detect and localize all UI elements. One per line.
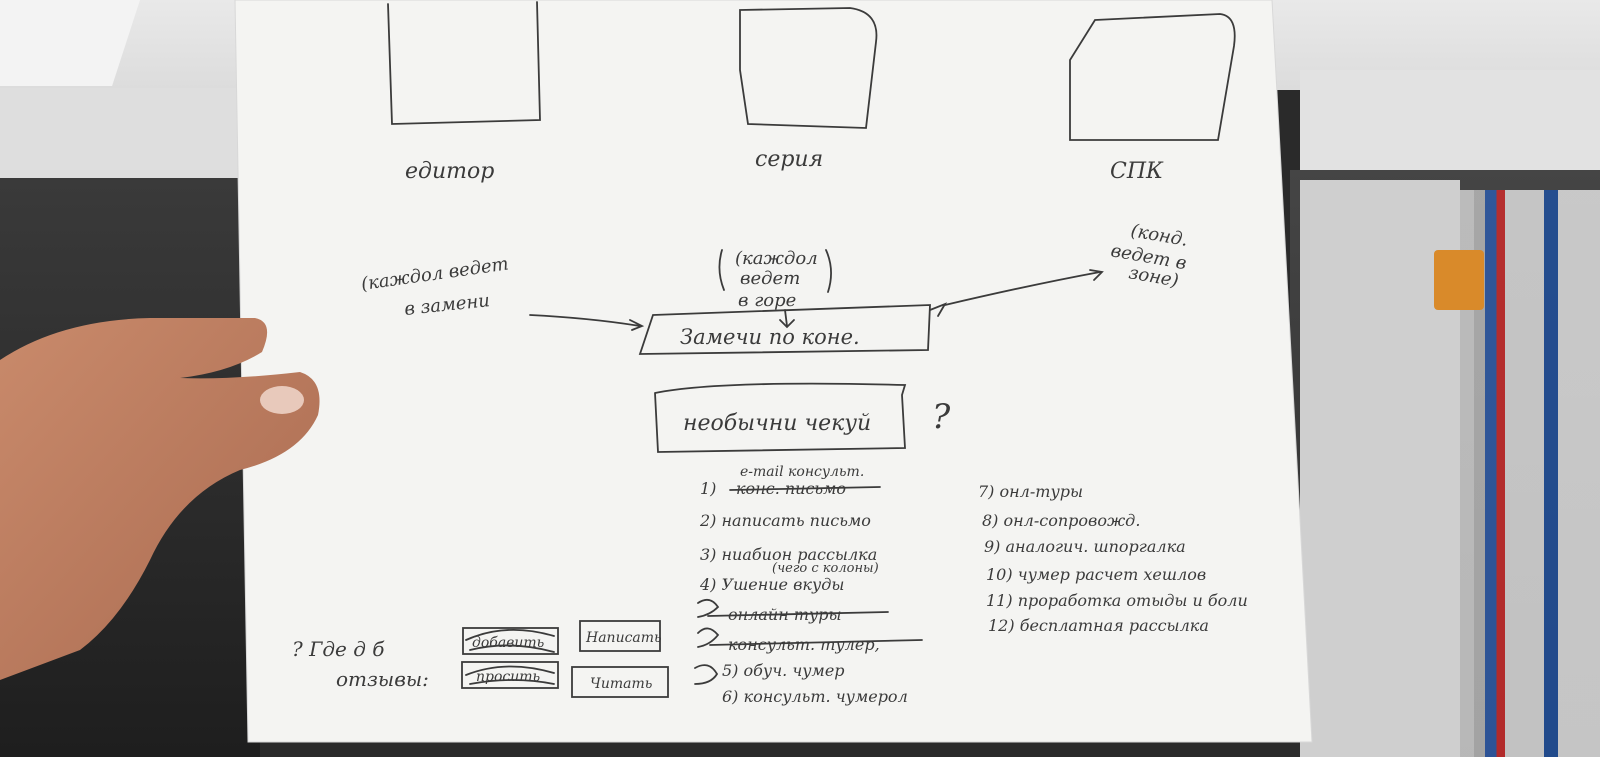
note-center-line3: в горе (738, 290, 796, 311)
arrow-left (529, 314, 641, 327)
item11: 11) проработка отыды и боли (986, 591, 1248, 610)
center-box-label: Замечи по коне. (680, 325, 860, 349)
thumbnail (260, 386, 304, 414)
note-center-line1: (каждол (735, 248, 818, 269)
arrow-right (944, 271, 1101, 306)
item10: 10) чумер расчет хешлов (986, 565, 1206, 584)
item6: 6) консульт. чумерол (722, 687, 908, 706)
strike-item1 (729, 486, 881, 491)
reviews-struck2: просить (476, 669, 540, 685)
reviews-struck1: добавить (472, 635, 544, 651)
paper (234, 0, 1313, 743)
scribble-struck (465, 629, 555, 685)
item5-struck: онлайн туры (728, 605, 842, 624)
screen-label-left: едитор (405, 159, 494, 184)
item3: 3) ниабион рассылка (700, 545, 877, 564)
hand-palm (0, 318, 320, 680)
read-label: Читать (590, 676, 652, 692)
screen-box-right (1069, 13, 1236, 141)
item9: 9) аналогич. шпоргалка (984, 537, 1186, 556)
screen-box-left (387, 1, 541, 125)
item4: 4) Ушение вкуды (699, 575, 844, 594)
question-mark: ? (932, 397, 951, 437)
item1-struck: конс. письмо (736, 479, 846, 498)
box-ask (461, 661, 559, 689)
read-box (571, 666, 669, 698)
screen-label-right: СПК (1110, 159, 1164, 184)
orange-object (1434, 250, 1484, 310)
item8: 8) онл-сопровожд. (982, 511, 1140, 530)
item5: 5) обуч. чумер (722, 661, 845, 680)
note-center-line2: ведет (740, 268, 800, 289)
screen-label-center: серия (755, 147, 823, 172)
screen-box-center (739, 7, 878, 129)
item1-note: e-mail консульт. (740, 464, 864, 480)
strike-item5 (707, 611, 889, 617)
item3-sub: (чего с колоны) (772, 561, 879, 576)
item12: 12) бесплатная рассылка (988, 616, 1209, 635)
arrow-down (784, 309, 788, 327)
strike-item6 (709, 639, 923, 646)
item2: 2) написать письмо (699, 511, 871, 530)
item7: 7) онл-туры (978, 482, 1083, 501)
write-label: Написать (585, 630, 662, 646)
cabinet (1300, 180, 1460, 757)
center-box (638, 304, 931, 355)
item6-struck: консульт. тулер, (728, 635, 880, 654)
write-box (579, 620, 661, 652)
reviews-question2: отзывы: (336, 667, 429, 691)
box-add (462, 627, 559, 655)
question-box (654, 382, 907, 453)
item1-number: 1) (700, 479, 716, 498)
reviews-question: ? Где д б (292, 637, 385, 661)
question-box-label: необычни чекуй (683, 411, 871, 436)
